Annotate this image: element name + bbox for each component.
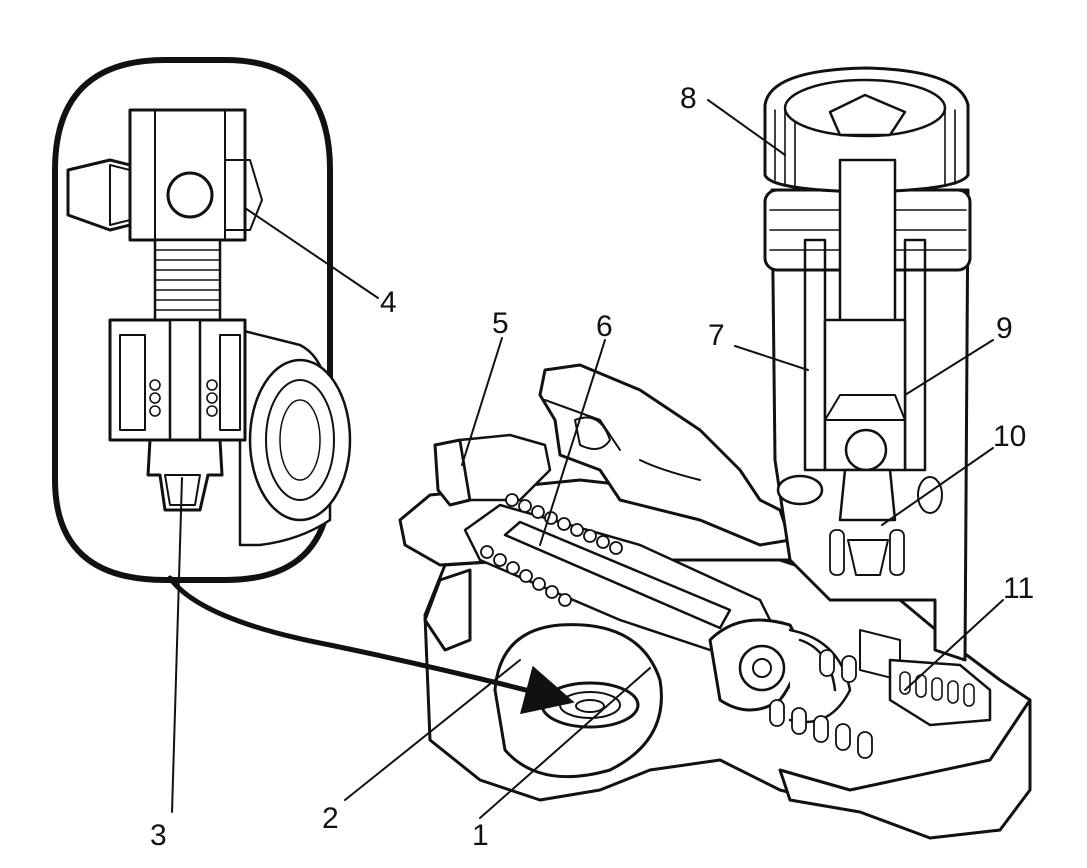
detail-arrow bbox=[167, 575, 575, 715]
leader-4 bbox=[244, 207, 379, 299]
leader-8 bbox=[707, 99, 786, 156]
leader-3 bbox=[171, 477, 183, 813]
callout-1: 1 bbox=[472, 819, 489, 852]
leader-9 bbox=[904, 339, 994, 396]
leader-6 bbox=[539, 339, 606, 546]
callout-11: 11 bbox=[1003, 572, 1034, 605]
leader-11 bbox=[904, 599, 1004, 691]
callout-2: 2 bbox=[322, 802, 339, 835]
callout-6: 6 bbox=[596, 310, 613, 343]
leader-lines bbox=[171, 99, 1004, 819]
vertical-cylinder bbox=[763, 66, 972, 662]
callout-labels: 1 2 3 4 5 6 7 8 9 10 11 bbox=[150, 82, 1034, 852]
callout-3: 3 bbox=[150, 819, 167, 852]
callout-9: 9 bbox=[996, 312, 1013, 345]
callout-8: 8 bbox=[680, 82, 697, 115]
leader-10 bbox=[881, 447, 994, 526]
callout-10: 10 bbox=[993, 420, 1026, 453]
leader-2 bbox=[344, 659, 521, 801]
callout-4: 4 bbox=[380, 286, 397, 319]
upper-housing bbox=[433, 363, 792, 547]
leader-7 bbox=[734, 345, 809, 371]
callout-7: 7 bbox=[708, 319, 725, 352]
plunger-assembly bbox=[463, 493, 901, 759]
detail-inset bbox=[52, 57, 352, 583]
callout-5: 5 bbox=[492, 307, 509, 340]
leader-5 bbox=[461, 337, 503, 466]
leader-1 bbox=[479, 667, 651, 819]
